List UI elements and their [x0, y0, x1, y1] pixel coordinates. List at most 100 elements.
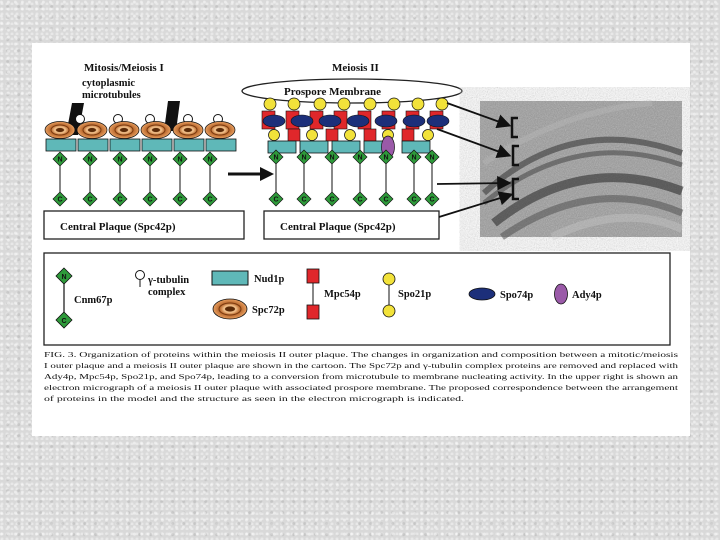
caption-line-3: Ady4p, Mpc54p, Spo21p, and Spo74p, leadi…: [44, 372, 678, 381]
spo21p-bottom-1: [306, 129, 318, 141]
spc72p-inner-5: [210, 124, 230, 136]
figure-caption: FIG. 3. Organization of proteins within …: [44, 350, 679, 403]
legend-ady4p: Ady4p: [554, 283, 602, 305]
left-n-label-5: N: [207, 157, 212, 164]
spo21p-top-2: [313, 97, 327, 111]
left-cnm67p-c-0: [52, 191, 68, 207]
mid-cnm67p-c-5: [406, 191, 422, 207]
figure-diagram: Mitosis/Meiosis I cytoplasmic microtubul…: [43, 62, 684, 403]
legend-ady4p-label: Ady4p: [572, 290, 602, 301]
central-plaque-left-label: Central Plaque (Spc42p): [60, 221, 176, 233]
spo74p-2: [318, 114, 342, 128]
legend-gamma-tubulin-line2: complex: [148, 287, 186, 298]
left-cnm67p-c-5: [202, 191, 218, 207]
left-n-label-2: N: [117, 157, 122, 164]
spo74p-0: [262, 114, 286, 128]
microtubule-right: [164, 101, 180, 131]
left-cnm67p-c-2: [112, 191, 128, 207]
mid-n-label-6: N: [429, 155, 434, 162]
left-cnm67p-c-3: [142, 191, 158, 207]
spo21p-top-1: [287, 97, 301, 111]
mid-cnm67p-c-4: [378, 191, 394, 207]
cytoplasmic-label-line1: cytoplasmic: [82, 78, 135, 89]
left-c-label-2: C: [117, 197, 122, 204]
spo21p-bottom-2: [344, 129, 356, 141]
mid-c-label-4: C: [383, 197, 388, 204]
mid-nud1p-0: [267, 140, 297, 154]
legend-spc72p-label: Spc72p: [252, 305, 285, 316]
left-c-label-1: C: [87, 197, 92, 204]
svg-text:N: N: [61, 274, 66, 281]
mitosis-title: Mitosis/Meiosis I: [84, 62, 164, 74]
spc72p-core-1: [88, 128, 96, 132]
gamma-tubulin-0: [75, 114, 85, 124]
nud1p-4: [173, 138, 205, 152]
spo21p-top-3: [337, 97, 351, 111]
cytoplasmic-label-line2: microtubules: [82, 90, 141, 101]
mpc54p-bottom-0: [287, 128, 301, 142]
left-cnm67p-n-5: [202, 151, 218, 167]
caption-line-2: I outer plaque and a meiosis II outer pl…: [44, 361, 678, 370]
legend-nud1p: Nud1p: [211, 270, 285, 286]
spo74p-6: [426, 114, 450, 128]
mid-cnm67p-c-0: [268, 191, 284, 207]
transition-arrow-head: [260, 167, 274, 181]
left-n-label-0: N: [57, 157, 62, 164]
correspondence-arrows: [436, 102, 514, 218]
mid-cnm67p-n-1: [296, 149, 312, 165]
mid-cnm67p-n-3: [352, 149, 368, 165]
mid-cnm67p-c-1: [296, 191, 312, 207]
mid-nud1p-4: [401, 140, 431, 154]
legend-gamma-tubulin-line1: γ-tubulin: [147, 275, 189, 286]
mid-c-label-6: C: [429, 197, 434, 204]
legend-spo21p-label: Spo21p: [398, 289, 431, 300]
spc72p-inner-4: [178, 124, 198, 136]
spc72p-core-2: [120, 128, 128, 132]
spc72p-inner-3: [146, 124, 166, 136]
spo21p-bottom-4: [422, 129, 434, 141]
caption-line-1: FIG. 3. Organization of proteins within …: [44, 350, 678, 359]
central-plaque-left: [43, 210, 245, 240]
central-plaque-right: [263, 210, 440, 240]
mid-cnm67p-n-5: [406, 149, 422, 165]
nud1p-0: [45, 138, 77, 152]
prospore-membrane: [241, 78, 463, 104]
legend-cnm67p: N C Cnm67p: [55, 267, 113, 329]
mid-cnm67p-n-6: [424, 149, 440, 165]
mid-cnm67p-n-2: [324, 149, 340, 165]
mid-n-label-5: N: [411, 155, 416, 162]
spo21p-top-4: [363, 97, 377, 111]
mid-c-label-2: C: [329, 197, 334, 204]
nud1p-3: [141, 138, 173, 152]
micrograph-brackets: [510, 116, 519, 201]
spo74p-5: [402, 114, 426, 128]
svg-text:C: C: [61, 318, 66, 325]
mid-c-label-3: C: [357, 197, 362, 204]
left-cnm67p-c-1: [82, 191, 98, 207]
left-c-label-4: C: [177, 197, 182, 204]
mid-c-label-1: C: [301, 197, 306, 204]
mid-nud1p-2: [331, 140, 361, 154]
electron-micrograph: [480, 100, 684, 241]
mid-n-label-2: N: [329, 155, 334, 162]
caption-line-5: of proteins in the model and the structu…: [44, 394, 464, 403]
legend-spo74p: Spo74p: [468, 287, 533, 301]
meiosis-title: Meiosis II: [332, 62, 379, 74]
left-cnm67p-n-3: [142, 151, 158, 167]
spc72p-core-5: [216, 128, 224, 132]
mid-c-label-5: C: [411, 197, 416, 204]
spc72p-core-4: [184, 128, 192, 132]
legend-spo21p: Spo21p: [382, 272, 431, 318]
mid-cnm67p-c-3: [352, 191, 368, 207]
legend-nud1p-label: Nud1p: [254, 274, 285, 285]
legend-cnm67p-label: Cnm67p: [74, 295, 113, 306]
figure-panel: Mitosis/Meiosis I cytoplasmic microtubul…: [32, 43, 690, 436]
spo74p-3: [346, 114, 370, 128]
legend-spc72p: Spc72p: [212, 298, 285, 320]
spc72p-core-3: [152, 128, 160, 132]
mid-cnm67p-n-0: [268, 149, 284, 165]
nud1p-5: [205, 138, 237, 152]
left-c-label-5: C: [207, 197, 212, 204]
